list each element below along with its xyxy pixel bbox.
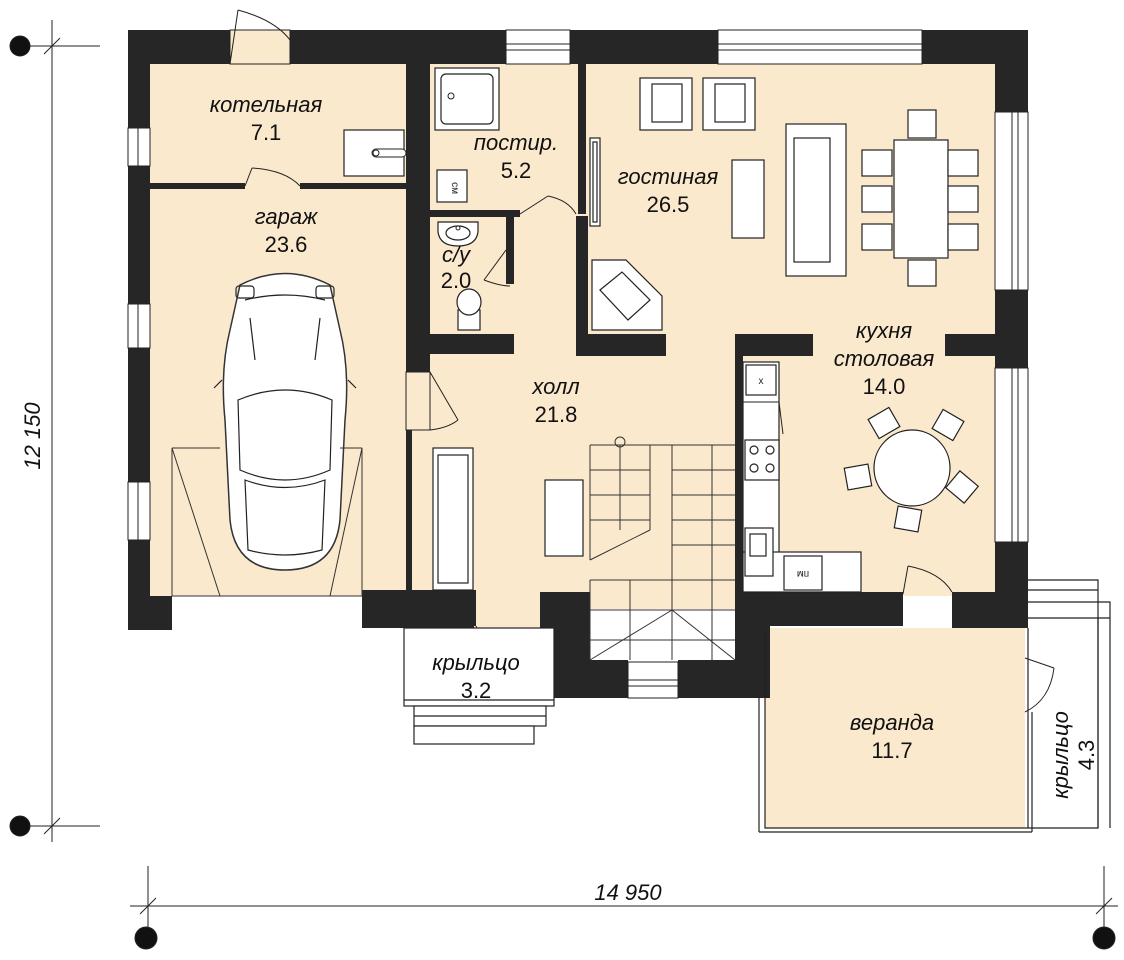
window [505, 29, 571, 65]
window [717, 29, 923, 65]
wall [576, 216, 588, 356]
kitchen-sink [744, 527, 774, 577]
room-name-living: гостиная [618, 164, 719, 189]
wall [300, 183, 410, 189]
living-furniture [589, 77, 979, 331]
wall [290, 30, 506, 64]
room-name-boiler: котельная [210, 92, 323, 117]
dishwasher [783, 555, 823, 591]
window [127, 303, 151, 349]
coffee-table [731, 159, 765, 239]
room-name-laundry: постир. [474, 130, 558, 155]
dimension-vertical [9, 20, 100, 842]
dimension-width: 14 950 [594, 880, 662, 905]
room-name-wc: с/у [442, 242, 472, 267]
window [127, 481, 151, 541]
room-name-veranda: веранда [850, 710, 934, 735]
wall [995, 290, 1028, 368]
wardrobe [432, 447, 474, 591]
wall [995, 30, 1028, 112]
wall [578, 64, 586, 214]
window [127, 127, 151, 167]
dimension-marker [1092, 926, 1116, 950]
armchair [702, 77, 756, 131]
room-area-porch-front: 3.2 [461, 678, 492, 703]
bench [544, 479, 584, 557]
floor-hall-entry [472, 590, 542, 630]
staircase [589, 436, 736, 661]
dining-table [893, 139, 949, 259]
wall [743, 592, 903, 626]
washing-machine [436, 169, 468, 203]
room-area-hall: 21.8 [535, 402, 578, 427]
wall [952, 592, 1028, 628]
sofa [785, 123, 847, 277]
wall [945, 334, 997, 356]
washer-label: см [449, 182, 460, 194]
dimension-marker [9, 35, 31, 57]
wall [128, 30, 150, 128]
garage-door [171, 447, 363, 597]
tv-stand [589, 137, 601, 227]
room-name-kitchen-2: столовая [834, 346, 935, 371]
wall [128, 596, 172, 630]
wall [430, 210, 520, 217]
room-area-veranda: 11.7 [871, 738, 912, 763]
room-area-garage: 23.6 [265, 232, 308, 257]
wall [406, 430, 412, 600]
wall [406, 64, 430, 372]
room-name-porch-side: крыльцо [1048, 711, 1073, 799]
room-name-garage: гараж [255, 204, 318, 229]
dimension-marker [9, 815, 31, 837]
car-icon [213, 272, 357, 571]
wall [150, 183, 245, 189]
room-name-kitchen-1: кухня [856, 318, 912, 343]
wall [735, 334, 813, 356]
wall [128, 166, 150, 304]
walls [128, 30, 1028, 698]
room-area-boiler: 7.1 [251, 120, 282, 145]
wc-fixtures [437, 221, 482, 331]
room-labels: котельная 7.1 постир. 5.2 гостиная 26.5 … [210, 92, 1099, 799]
wall [430, 334, 514, 354]
wall [506, 216, 514, 284]
room-area-porch-side: 4.3 [1074, 740, 1099, 771]
corner-armchair [591, 259, 663, 331]
dimension-height: 12 150 [20, 402, 45, 470]
sink-mark: x [759, 376, 764, 387]
dishwasher-label: пм [797, 568, 809, 579]
room-name-hall: холл [531, 374, 579, 399]
wall [576, 334, 666, 356]
dimension-marker [134, 926, 158, 950]
room-name-porch-front: крыльцо [432, 650, 520, 675]
room-area-wc: 2.0 [441, 268, 472, 293]
boiler-unit [343, 129, 407, 177]
wall [128, 348, 150, 482]
room-area-kitchen: 14.0 [863, 374, 906, 399]
armchair [639, 77, 693, 131]
hall-furniture [432, 447, 584, 591]
wall [570, 30, 718, 64]
wall [406, 590, 476, 626]
laundry-fixtures: см [434, 67, 500, 203]
wall [558, 660, 628, 698]
kitchen-furniture: x пм [742, 361, 980, 593]
wall [735, 334, 743, 596]
doors [229, 9, 1055, 713]
stove [744, 439, 780, 481]
floor-veranda [765, 628, 1025, 828]
toilet-bowl [456, 288, 482, 316]
room-area-laundry: 5.2 [501, 158, 532, 183]
room-area-living: 26.5 [647, 192, 690, 217]
porches [403, 579, 1111, 833]
wc-sink [437, 221, 479, 247]
round-table [873, 429, 951, 507]
shower-tray [434, 67, 500, 131]
dimension-horizontal [130, 866, 1118, 950]
windows [127, 29, 1029, 699]
